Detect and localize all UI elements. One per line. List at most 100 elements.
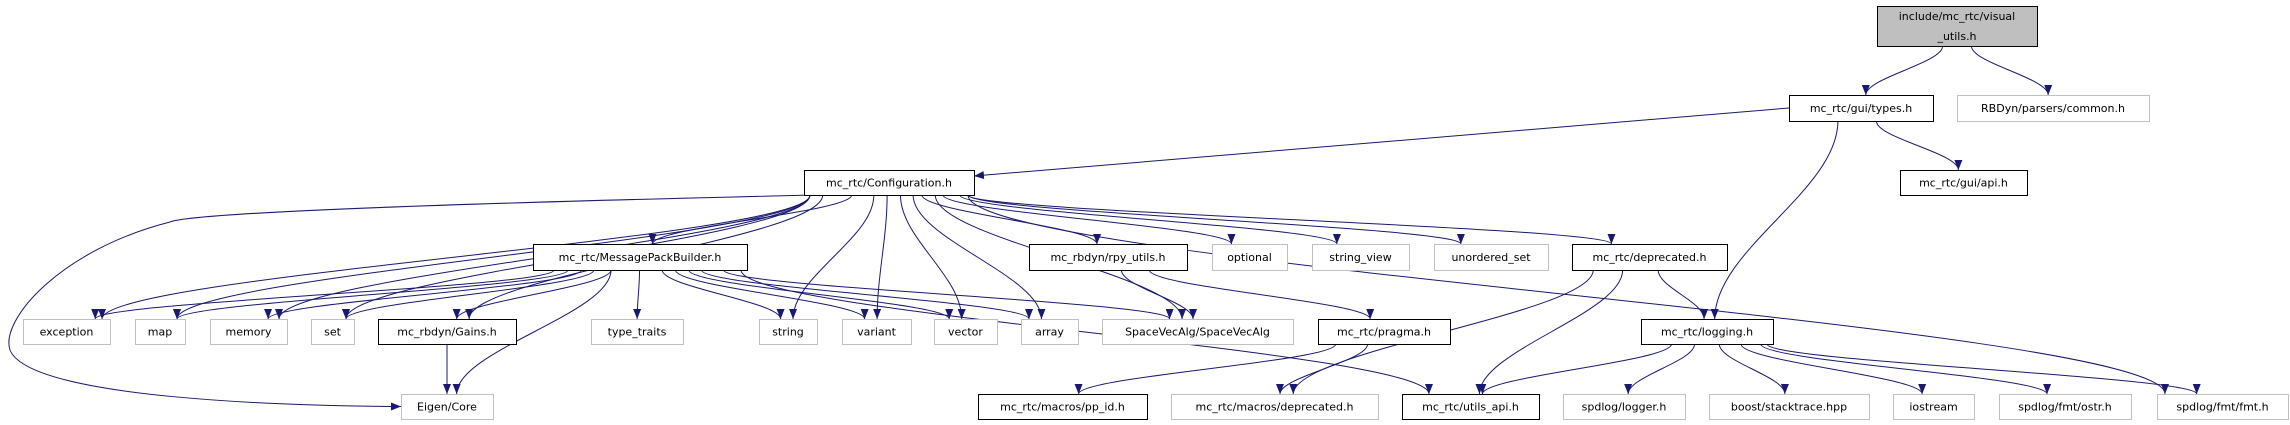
edge-msgpack-to-vector <box>688 269 954 320</box>
node-label: SpaceVecAlg/SpaceVecAlg <box>1125 326 1270 339</box>
node-label: mc_rtc/pragma.h <box>1337 326 1431 339</box>
node-string-view: string_view <box>1312 244 1410 271</box>
node-box <box>1957 95 2150 122</box>
node-label: _utils.h <box>1936 30 1976 43</box>
node-pragma[interactable]: mc_rtc/pragma.h <box>1318 319 1451 345</box>
node-rpy[interactable]: mc_rbdyn/rpy_utils.h <box>1029 244 1188 271</box>
node-box <box>23 319 111 345</box>
node-gains[interactable]: mc_rbdyn/Gains.h <box>378 319 517 345</box>
node-logging[interactable]: mc_rtc/logging.h <box>1641 319 1774 345</box>
node-box <box>2157 394 2289 420</box>
node-label: iostream <box>1909 401 1957 414</box>
node-box <box>135 319 186 345</box>
node-label: mc_rbdyn/Gains.h <box>397 326 496 339</box>
node-eigen: Eigen/Core <box>401 394 494 420</box>
edge-config-to-vector <box>899 194 966 320</box>
node-label: spdlog/fmt/fmt.h <box>2176 401 2268 414</box>
node-fmt: spdlog/fmt/fmt.h <box>2157 394 2289 420</box>
node-types[interactable]: mc_rtc/gui/types.h <box>1789 95 1934 122</box>
edge-logging-to-iostream <box>1740 343 1927 395</box>
node-pp-id[interactable]: mc_rtc/macros/pp_id.h <box>978 394 1148 420</box>
node-box <box>978 394 1148 420</box>
edge-config-to-map <box>173 194 811 320</box>
edge-msgpack-to-eigen <box>452 269 612 395</box>
node-unordered-set: unordered_set <box>1434 244 1549 271</box>
edge-config-to-deprecated <box>967 194 1616 245</box>
edge-config-to-eigen <box>8 194 815 411</box>
node-label: string_view <box>1329 251 1391 264</box>
node-config[interactable]: mc_rtc/Configuration.h <box>804 170 975 196</box>
node-label: vector <box>948 326 983 339</box>
edge-config-to-msgpack <box>648 194 853 245</box>
node-ostr: spdlog/fmt/ostr.h <box>1999 394 2132 420</box>
node-deprecated[interactable]: mc_rtc/deprecated.h <box>1572 244 1728 271</box>
nodes-layer: include/mc_rtc/visual _utils.h mc_rtc/gui/… <box>23 6 2289 420</box>
edge-deprecated-to-utils_api <box>1475 269 1624 395</box>
node-box <box>1900 170 2028 196</box>
edge-types-to-api <box>1875 120 1963 171</box>
node-label: exception <box>40 326 94 339</box>
node-variant: variant <box>842 319 912 345</box>
node-label: set <box>324 326 341 339</box>
edge-rpy-to-pragma <box>1148 269 1375 320</box>
node-box <box>1999 394 2132 420</box>
edge-msgpack-to-memory <box>264 269 582 320</box>
node-box <box>1877 6 2038 47</box>
node-box <box>533 244 748 271</box>
edge-config-to-unordered_set <box>967 194 1465 245</box>
edge-msgpack-to-map <box>173 269 569 320</box>
node-stacktrace: boost/stacktrace.hpp <box>1709 394 1870 420</box>
node-string: string <box>759 319 818 345</box>
node-label: spdlog/logger.h <box>1582 401 1667 414</box>
node-box <box>1641 319 1774 345</box>
node-box <box>1212 244 1288 271</box>
node-iostream: iostream <box>1893 394 1975 420</box>
edge-msgpack-to-exception <box>91 269 555 320</box>
node-label: unordered_set <box>1451 251 1531 264</box>
node-box <box>1312 244 1410 271</box>
edge-deprecated-to-logging <box>1657 269 1709 320</box>
node-box <box>759 319 818 345</box>
edge-logging-to-stacktrace <box>1718 343 1789 395</box>
node-msgpack[interactable]: mc_rtc/MessagePackBuilder.h <box>533 244 748 271</box>
node-box <box>1029 244 1188 271</box>
node-label: Eigen/Core <box>417 401 477 414</box>
node-api[interactable]: mc_rtc/gui/api.h <box>1900 170 2028 196</box>
edge-msgpack-to-variant <box>674 269 869 320</box>
node-label: optional <box>1227 251 1272 264</box>
node-label: mc_rtc/macros/deprecated.h <box>1196 401 1354 414</box>
node-box <box>401 394 494 420</box>
node-array: array <box>1021 319 1079 345</box>
edge-logging-to-utils_api <box>1478 343 1673 395</box>
node-utils-api[interactable]: mc_rtc/utils_api.h <box>1402 394 1540 420</box>
node-box <box>1171 394 1379 420</box>
node-root[interactable]: include/mc_rtc/visual _utils.h <box>1877 6 2038 47</box>
node-memory: memory <box>210 319 288 345</box>
node-label: RBDyn/parsers/common.h <box>1981 102 2125 115</box>
edge-types-to-config <box>973 107 1790 180</box>
node-box <box>1893 394 1975 420</box>
edge-msgpack-to-gains <box>452 269 612 320</box>
node-label: mc_rtc/logging.h <box>1661 326 1753 339</box>
edge-root-to-types <box>1861 45 1944 96</box>
node-label: variant <box>857 326 897 339</box>
edge-msgpack-to-array <box>700 269 1033 320</box>
node-label: mc_rtc/deprecated.h <box>1593 251 1707 264</box>
node-label: boost/stacktrace.hpp <box>1731 401 1847 414</box>
edge-msgpack-to-utils_api <box>740 269 1433 395</box>
node-label: mc_rtc/gui/api.h <box>1919 177 2008 190</box>
node-box <box>210 319 288 345</box>
node-box <box>1709 394 1870 420</box>
edge-config-to-exception <box>98 194 811 320</box>
node-exception: exception <box>23 319 111 345</box>
edge-msgpack-to-string <box>661 269 785 320</box>
node-label: include/mc_rtc/visual <box>1899 10 2015 23</box>
node-label: mc_rtc/gui/types.h <box>1810 102 1912 115</box>
edge-config-to-array <box>912 194 1046 320</box>
node-box <box>1318 319 1451 345</box>
edge-config-to-string_view <box>959 194 1341 245</box>
node-label: array <box>1035 326 1064 339</box>
edge-logging-to-fmt <box>1766 343 2201 395</box>
edge-logging-to-spdlog_logger <box>1624 343 1696 395</box>
